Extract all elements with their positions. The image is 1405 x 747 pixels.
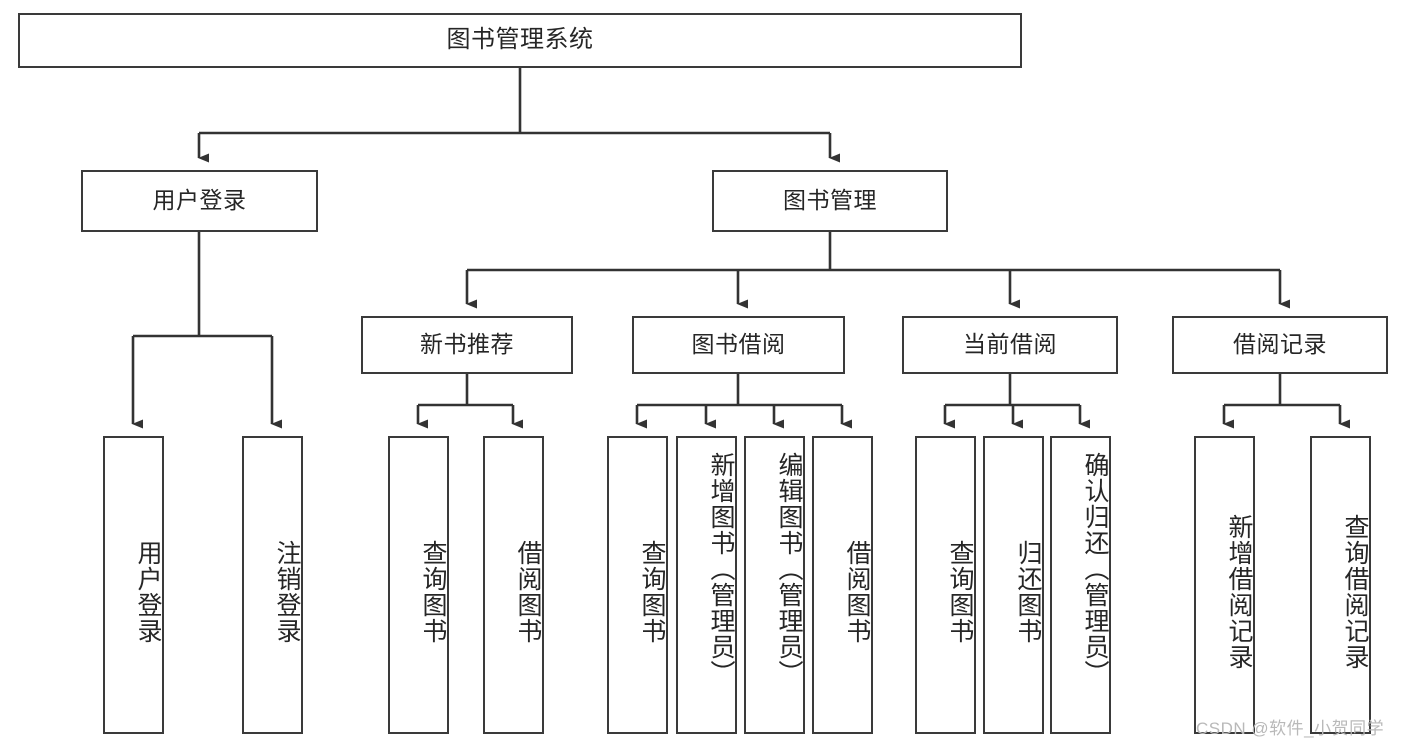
- leaf-query-borrow-record[interactable]: 查询借阅记录: [1310, 436, 1371, 734]
- leaf-add-book-admin[interactable]: 新增图书（管理员）: [676, 436, 737, 734]
- leaf-edit-book-admin[interactable]: 编辑图书（管理员）: [744, 436, 805, 734]
- leaf-return-book[interactable]: 归还图书: [983, 436, 1044, 734]
- leaf-query-book-borrow[interactable]: 查询图书: [607, 436, 668, 734]
- leaf-query-book-current[interactable]: 查询图书: [915, 436, 976, 734]
- leaf-add-borrow-record[interactable]: 新增借阅记录: [1194, 436, 1255, 734]
- node-root-system[interactable]: 图书管理系统: [18, 13, 1022, 68]
- node-new-book-recommend[interactable]: 新书推荐: [361, 316, 573, 374]
- csdn-watermark: CSDN @软件_小贺同学: [1196, 719, 1385, 738]
- leaf-logout[interactable]: 注销登录: [242, 436, 303, 734]
- leaf-confirm-return-admin[interactable]: 确认归还（管理员）: [1050, 436, 1111, 734]
- leaf-query-book-recommend[interactable]: 查询图书: [388, 436, 449, 734]
- node-user-login[interactable]: 用户登录: [81, 170, 318, 232]
- node-borrow-record[interactable]: 借阅记录: [1172, 316, 1388, 374]
- leaf-borrow-book-recommend[interactable]: 借阅图书: [483, 436, 544, 734]
- leaf-user-login[interactable]: 用户登录: [103, 436, 164, 734]
- node-book-borrow[interactable]: 图书借阅: [632, 316, 845, 374]
- node-book-management[interactable]: 图书管理: [712, 170, 948, 232]
- leaf-borrow-book[interactable]: 借阅图书: [812, 436, 873, 734]
- node-current-borrow[interactable]: 当前借阅: [902, 316, 1118, 374]
